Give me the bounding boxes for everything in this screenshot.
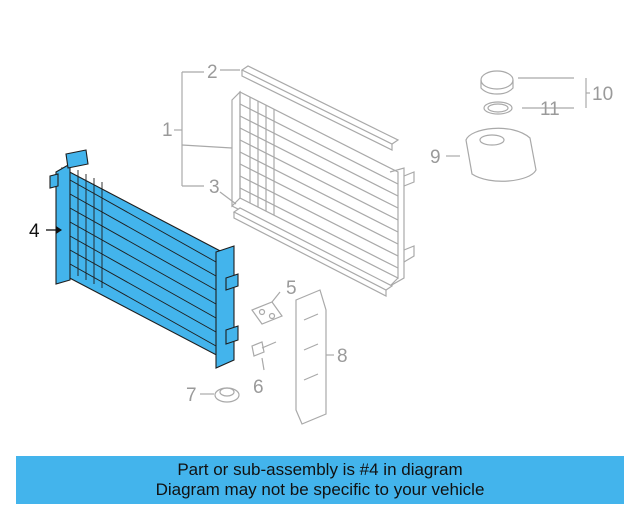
reservoir-part-9 — [465, 127, 537, 182]
highlighted-radiator-part-4 — [49, 149, 239, 369]
banner-line-2: Diagram may not be specific to your vehi… — [155, 480, 485, 499]
grommet-part-7 — [214, 387, 240, 403]
deflector-part-8 — [295, 289, 327, 425]
leader-arrow-4 — [56, 226, 62, 234]
bolt-part-6 — [251, 341, 277, 357]
seal-part-11 — [483, 101, 513, 115]
bracket-part-5 — [251, 301, 283, 325]
callout-2: 2 — [207, 62, 218, 83]
leader-lines — [174, 69, 590, 395]
callout-7: 7 — [186, 385, 197, 406]
callout-1: 1 — [162, 120, 173, 141]
callout-9: 9 — [430, 147, 441, 168]
cap-part-10 — [480, 70, 514, 95]
callout-8: 8 — [337, 346, 348, 367]
callout-11: 11 — [540, 99, 560, 120]
callout-10: 10 — [592, 84, 613, 105]
info-banner: Part or sub-assembly is #4 in diagram Di… — [16, 456, 624, 504]
callout-6: 6 — [253, 377, 264, 398]
banner-line-1: Part or sub-assembly is #4 in diagram — [177, 460, 463, 479]
callout-3: 3 — [209, 177, 220, 198]
callout-5: 5 — [286, 278, 297, 299]
callout-4: 4 — [29, 221, 40, 242]
radiator-assembly — [231, 65, 415, 297]
